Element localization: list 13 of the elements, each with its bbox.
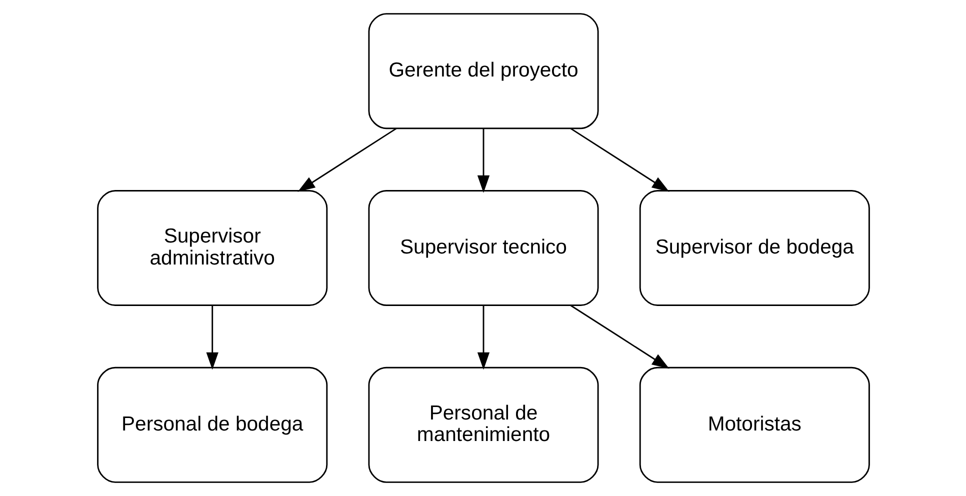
arrow [570, 304, 669, 369]
node-box: Motoristas [638, 366, 870, 483]
node-box: Gerente del proyecto [368, 13, 598, 130]
arrow [206, 305, 218, 370]
node-box: Personal de bodega [96, 366, 328, 483]
arrow [476, 305, 490, 370]
node-box: Personal de mantenimiento [368, 366, 598, 483]
node-box: Supervisor de bodega [638, 190, 870, 306]
arrow [297, 128, 396, 192]
arrow [476, 128, 490, 193]
arrow [570, 128, 669, 192]
node-box: Supervisor tecnico [368, 190, 598, 306]
node-box: Supervisor administrativo [96, 190, 328, 306]
